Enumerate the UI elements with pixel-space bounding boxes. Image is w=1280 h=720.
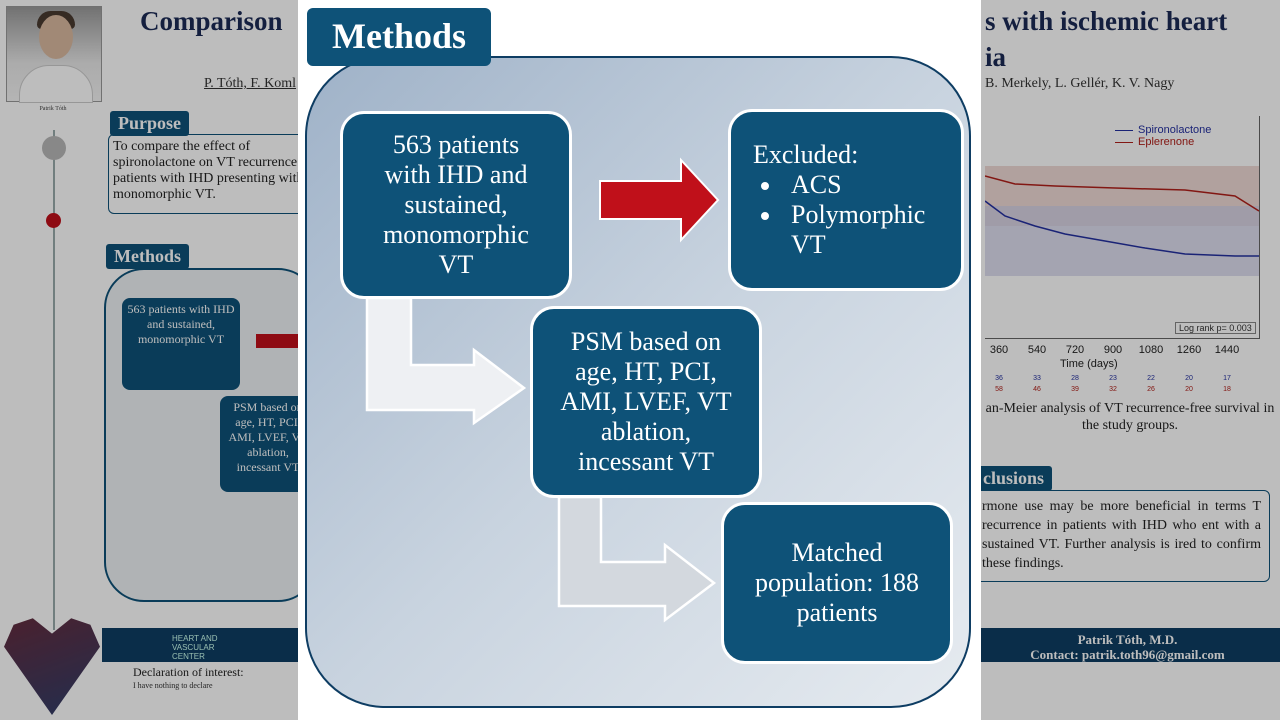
tick: 1260 — [1176, 344, 1202, 356]
footer-email: Contact: patrik.toth96@gmail.com — [1030, 647, 1225, 662]
excluded-title: Excluded: — [753, 140, 859, 169]
author-photo — [6, 6, 102, 103]
tick: 900 — [1103, 344, 1123, 356]
legend-eplerenone: Eplerenone — [1138, 136, 1195, 148]
tick: 720 — [1065, 344, 1085, 356]
conclusions-text: rmone use may be more beneficial in term… — [975, 490, 1270, 582]
poster-title-right: s with ischemic heart — [985, 6, 1228, 36]
methods-panel-small: 563 patients with IHD and sustained, mon… — [104, 268, 318, 602]
footer-contact: Patrik Tóth, M.D. Contact: patrik.toth96… — [985, 632, 1270, 662]
methods-title: Methods — [307, 8, 491, 66]
box-line: AMI, LVEF, VT — [560, 387, 732, 416]
bent-arrow-2 — [557, 495, 717, 623]
conclusions-label: clusions — [975, 466, 1053, 491]
box-line: VT — [438, 250, 474, 279]
box-line: ablation, — [600, 417, 692, 446]
legend-spironolactone: Spironolactone — [1138, 124, 1212, 136]
timeline-line — [53, 130, 55, 630]
center-logo: HEART AND VASCULAR CENTER — [172, 634, 218, 661]
purpose-label: Purpose — [110, 111, 189, 136]
red-arrow — [599, 157, 720, 243]
tick: 360 — [989, 344, 1009, 356]
box-line: 563 patients — [392, 130, 520, 159]
excluded-item: ACS — [783, 170, 943, 200]
poster-title-right-2: ia — [985, 42, 1007, 72]
km-legend: Spironolactone Eplerenone — [1115, 124, 1211, 148]
box-line: with IHD and — [384, 160, 528, 189]
box-line: sustained, — [404, 190, 508, 219]
box-line: PSM based on — [570, 327, 722, 356]
authors-left: P. Tóth, F. Koml — [204, 76, 296, 91]
methods-label-small: Methods — [106, 244, 189, 269]
box-line: incessant VT — [578, 447, 714, 476]
box-line: age, HT, PCI, — [575, 357, 717, 386]
flow-arrows — [365, 157, 720, 623]
km-curves — [984, 166, 1260, 276]
km-plot-area — [984, 116, 1260, 339]
timeline-dot — [42, 136, 66, 160]
box-matched: Matched population: 188 patients — [721, 502, 953, 664]
methods-zoom-view: Methods 563 patients with IHD and sustai… — [298, 0, 981, 720]
declaration-title: Declaration of interest: — [133, 665, 244, 679]
mini-box-patients: 563 patients with IHD and sustained, mon… — [122, 298, 240, 390]
box-patients: 563 patients with IHD and sustained, mon… — [340, 111, 572, 299]
box-line: Matched — [791, 538, 883, 567]
box-line: monomorphic — [383, 220, 529, 249]
box-excluded: Excluded: ACS Polymorphic VT — [728, 109, 964, 291]
excluded-item: Polymorphic VT — [783, 200, 943, 260]
poster-title-left: Comparison — [140, 6, 283, 36]
photo-caption: Patrik Tóth — [39, 106, 67, 112]
authors-right: B. Merkely, L. Gellér, K. V. Nagy — [985, 76, 1175, 91]
footer-name: Patrik Tóth, M.D. — [1077, 632, 1178, 647]
km-pvalue: Log rank p= 0.003 — [1175, 322, 1256, 334]
tick: 1440 — [1214, 344, 1240, 356]
bent-arrow-1 — [365, 296, 527, 426]
excluded-list: ACS Polymorphic VT — [753, 170, 943, 260]
box-psm: PSM based on age, HT, PCI, AMI, LVEF, VT… — [530, 306, 762, 498]
timeline-dot-active — [46, 213, 61, 228]
box-line: population: 188 — [755, 568, 919, 597]
box-line: patients — [796, 598, 878, 627]
km-x-label: Time (days) — [1060, 358, 1118, 370]
tick: 1080 — [1138, 344, 1164, 356]
km-caption: an-Meier analysis of VT recurrence-free … — [985, 401, 1275, 433]
declaration-text: I have nothing to declare — [133, 681, 213, 690]
tick: 540 — [1027, 344, 1047, 356]
